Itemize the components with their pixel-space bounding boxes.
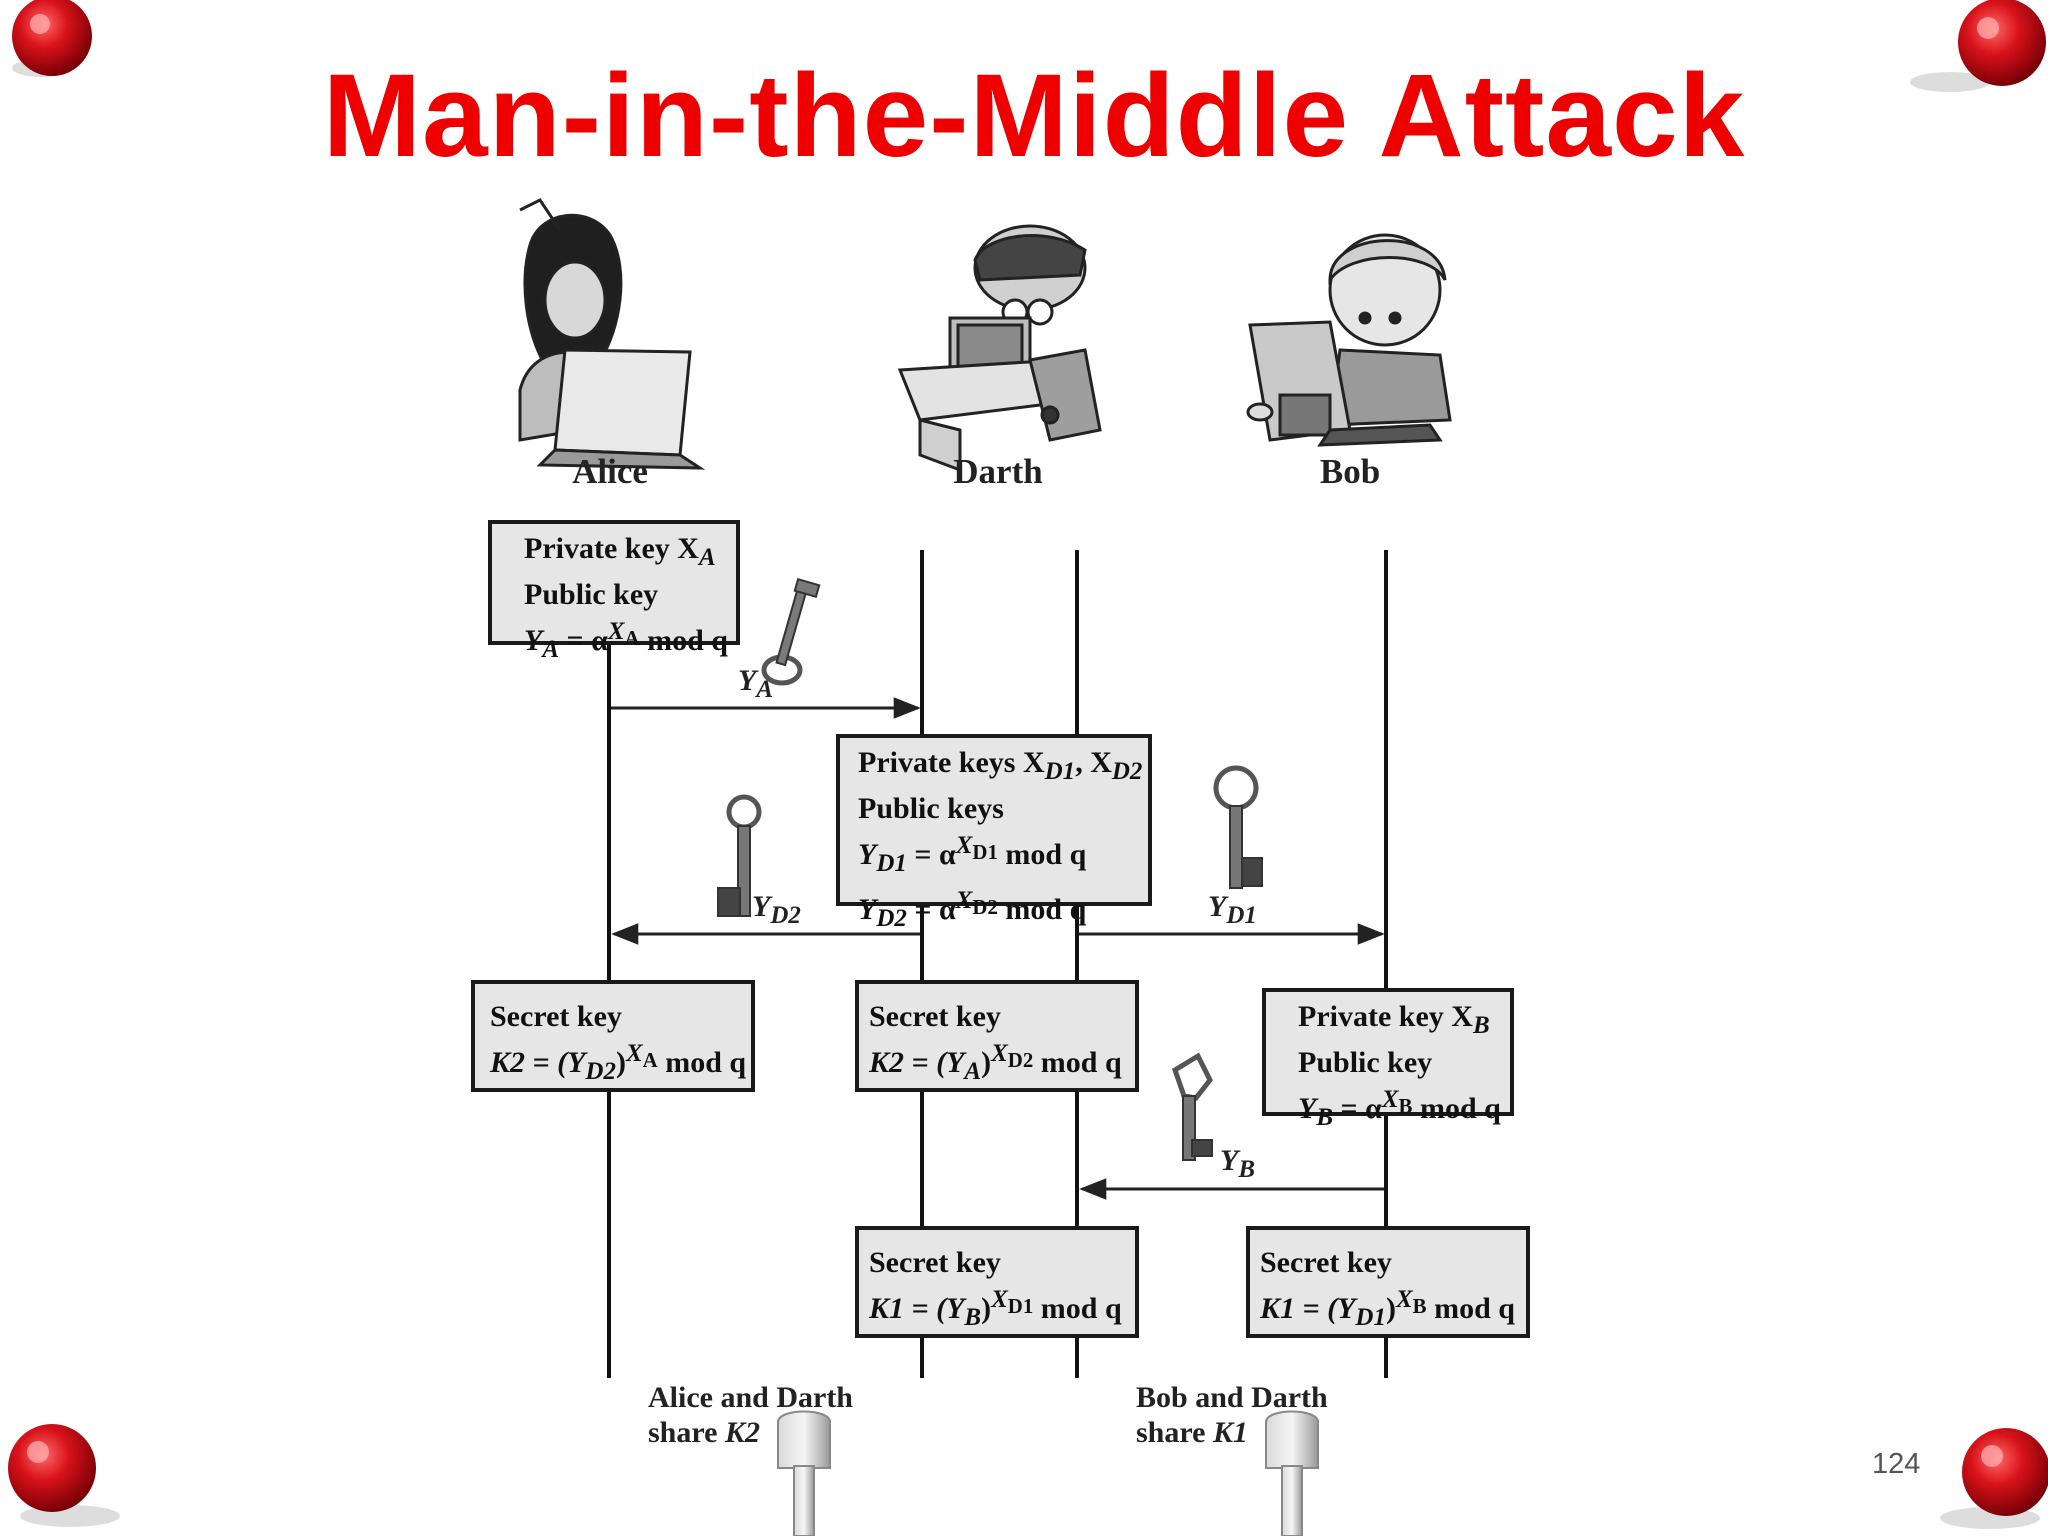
key-icon	[1171, 1052, 1213, 1161]
darth-secret-k2-box: Secret key K2 = (YA)XD2 mod q	[855, 980, 1139, 1092]
bob-illustration	[1246, 233, 1452, 447]
message-label-yd1: YD1	[1208, 890, 1257, 929]
key-icon	[1265, 1410, 1319, 1536]
message-label-yb: YB	[1220, 1144, 1256, 1183]
pushpin-icon	[1910, 0, 2046, 92]
message-arrows	[611, 697, 1385, 1200]
key-icon	[761, 577, 821, 686]
pushpin-icon	[12, 0, 92, 77]
participant-bob: Bob	[1319, 452, 1381, 491]
alice-keys-box: Private key XA Public key YA = αXA mod q	[488, 520, 740, 663]
bob-keys-box: Private key XB Public key YB = αXB mod q	[1262, 988, 1514, 1131]
page-number: 124	[1872, 1448, 1921, 1480]
message-label-ya: YA	[738, 664, 774, 703]
darth-keys-box: Private keys XD1, XD2 Public keys YD1 = …	[836, 734, 1152, 932]
alice-secret-box: Secret key K2 = (YD2)XA mod q	[471, 980, 755, 1092]
participant-alice: Alice	[572, 452, 648, 491]
pushpin-icon	[8, 1424, 120, 1527]
share-caption-alice-darth: Alice and Darth share K2	[648, 1381, 853, 1449]
slide-title: Man-in-the-Middle Attack	[322, 50, 1746, 182]
bob-secret-box: Secret key K1 = (YD1)XB mod q	[1246, 1226, 1530, 1338]
key-icon	[777, 1410, 831, 1536]
key-icon	[717, 794, 762, 917]
darth-illustration	[897, 224, 1102, 473]
key-icon	[1213, 765, 1263, 889]
darth-secret-k1-box: Secret key K1 = (YB)XD1 mod q	[855, 1226, 1139, 1338]
message-label-yd2: YD2	[752, 890, 801, 929]
share-caption-bob-darth: Bob and Darth share K1	[1136, 1381, 1328, 1449]
pushpin-icon	[1940, 1428, 2048, 1529]
alice-illustration	[518, 198, 706, 470]
participant-darth: Darth	[953, 452, 1043, 491]
